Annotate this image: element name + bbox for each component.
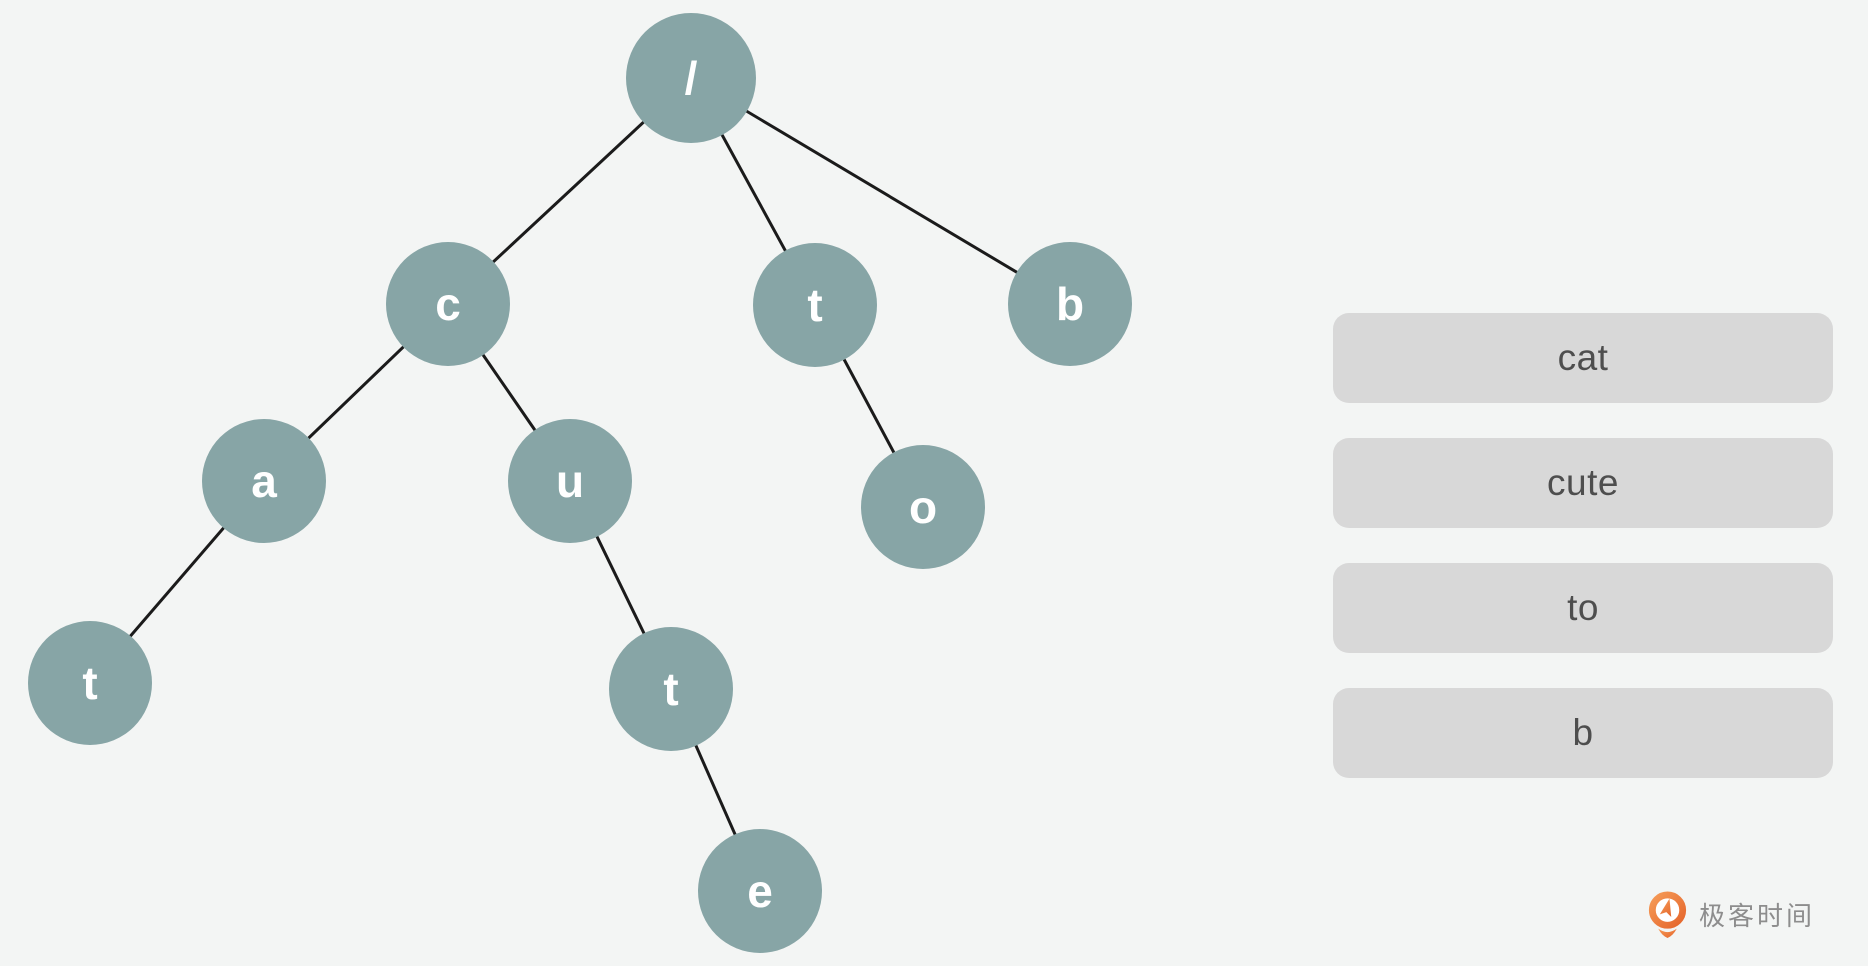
trie-node-c: c	[386, 242, 510, 366]
word-list: cat cute to b	[1333, 313, 1833, 778]
word-chip-label: to	[1567, 587, 1599, 628]
node-label: b	[1056, 278, 1084, 330]
word-chip-label: b	[1572, 712, 1594, 753]
node-label: a	[251, 455, 277, 507]
trie-node-t-1: t	[753, 243, 877, 367]
word-chip-to[interactable]: to	[1333, 563, 1833, 653]
trie-node-u: u	[508, 419, 632, 543]
node-label: /	[685, 52, 698, 104]
geektime-logo: 极客时间	[1645, 888, 1815, 940]
node-circle	[753, 243, 877, 367]
node-circle	[28, 621, 152, 745]
trie-node-e: e	[698, 829, 822, 953]
trie-node-root: /	[626, 13, 756, 143]
node-label: c	[435, 278, 461, 330]
trie-node-t-2: t	[28, 621, 152, 745]
node-circle	[386, 242, 510, 366]
node-circle	[1008, 242, 1132, 366]
geektime-logo-icon	[1648, 891, 1687, 938]
word-chip-cute[interactable]: cute	[1333, 438, 1833, 528]
node-label: u	[556, 455, 584, 507]
geektime-logo-text: 极客时间	[1699, 900, 1816, 931]
word-chip-label: cat	[1557, 337, 1609, 378]
trie-node-b: b	[1008, 242, 1132, 366]
node-circle	[508, 419, 632, 543]
node-circle	[861, 445, 985, 569]
trie-node-o: o	[861, 445, 985, 569]
word-chip-b[interactable]: b	[1333, 688, 1833, 778]
trie-node-a: a	[202, 419, 326, 543]
tree-edge-root-b	[690, 76, 1071, 306]
node-label: t	[663, 663, 678, 715]
node-circle	[609, 627, 733, 751]
word-chip-label: cute	[1547, 462, 1619, 503]
word-chip-cat[interactable]: cat	[1333, 313, 1833, 403]
node-label: t	[807, 279, 822, 331]
trie-node-t-3: t	[609, 627, 733, 751]
node-label: e	[747, 865, 773, 917]
node-circle	[626, 13, 756, 143]
node-label: t	[82, 657, 97, 709]
node-circle	[202, 419, 326, 543]
node-circle	[698, 829, 822, 953]
node-label: o	[909, 481, 937, 533]
